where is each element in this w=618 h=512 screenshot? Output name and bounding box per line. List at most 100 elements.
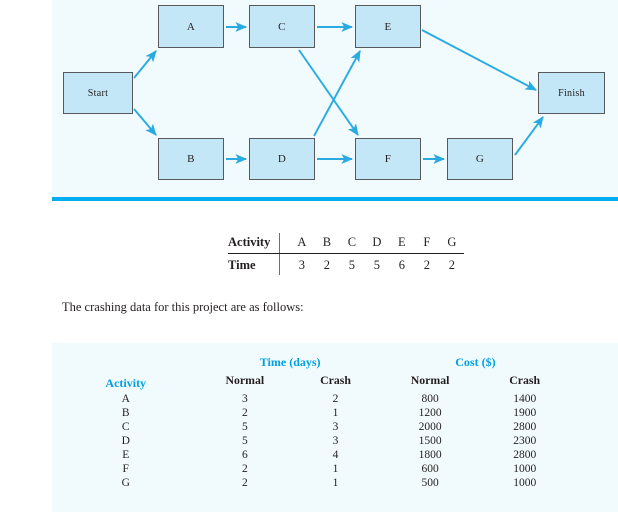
node-e[interactable]: E (355, 5, 421, 48)
table-row: B 2 1 1200 1900 (52, 406, 570, 420)
node-c[interactable]: C (249, 5, 315, 48)
crash-row-5-activity: F (122, 463, 129, 475)
table-row-activity: Activity A B C D E F G (228, 233, 465, 254)
diagram-bottom-rule (52, 197, 618, 201)
time-table-activity-3: D (364, 233, 390, 254)
table-row: E 6 4 1800 2800 (52, 448, 570, 462)
crash-table-head-time-crash: Crash (320, 373, 351, 387)
crash-row-6-time-crash: 1 (332, 477, 339, 489)
crash-row-4-time-crash: 4 (332, 449, 339, 461)
node-finish-label: Finish (558, 87, 585, 99)
crash-row-5-cost-crash: 1000 (513, 463, 537, 475)
network-edges-svg (133, 22, 544, 164)
crash-row-5-time-normal: 2 (241, 463, 248, 475)
crash-row-4-cost-normal: 1800 (418, 449, 442, 461)
crash-row-6-cost-crash: 1000 (513, 477, 537, 489)
project-network-diagram-panel: Start A C E Finish B D F G (52, 0, 618, 197)
crash-table-head-time-normal: Normal (225, 373, 265, 387)
node-f[interactable]: F (355, 138, 421, 180)
node-finish[interactable]: Finish (538, 72, 605, 114)
activity-time-table: Activity A B C D E F G Time 3 2 5 5 6 2 … (228, 233, 465, 275)
node-start-label: Start (87, 87, 109, 99)
crash-row-2-time-normal: 5 (241, 421, 248, 433)
edge-d-e (313, 49, 361, 137)
edge-start-b (133, 108, 157, 136)
time-table-time-2: 5 (348, 258, 355, 272)
node-a-label: A (186, 20, 196, 33)
time-table-time-5: 2 (423, 258, 430, 272)
edge-e-finish (421, 29, 538, 91)
crash-row-6-time-normal: 2 (241, 477, 248, 489)
crash-row-6-cost-normal: 500 (421, 477, 439, 489)
crash-row-0-activity: A (121, 393, 130, 405)
crash-row-3-time-normal: 5 (241, 435, 248, 447)
crashing-data-table: Time (days) Cost ($) Activity Normal Cra… (52, 355, 570, 490)
time-table-time-6: 2 (448, 258, 455, 272)
crash-row-3-activity: D (121, 435, 130, 447)
crash-row-0-cost-normal: 800 (421, 393, 439, 405)
crash-row-2-cost-normal: 2000 (418, 421, 442, 433)
crash-row-4-cost-crash: 2800 (513, 449, 537, 461)
time-table-row-label-time: Time (228, 253, 281, 275)
node-g-label: G (475, 153, 485, 165)
crash-row-5-cost-normal: 600 (421, 463, 439, 475)
crash-row-3-cost-crash: 2300 (513, 435, 537, 447)
node-g[interactable]: G (447, 138, 513, 180)
crash-row-1-cost-crash: 1900 (513, 407, 537, 419)
edge-g-finish (514, 116, 544, 156)
table-row-time: Time 3 2 5 5 6 2 2 (228, 253, 464, 275)
crash-row-3-time-crash: 3 (332, 435, 339, 447)
time-table-activity-2: C (339, 233, 365, 254)
crash-row-0-time-crash: 2 (332, 393, 339, 405)
time-table-row-label-activity: Activity (228, 233, 281, 254)
time-table-activity-0: A (279, 233, 315, 254)
time-table-time-0: 3 (298, 258, 305, 272)
crash-row-2-cost-crash: 2800 (513, 421, 537, 433)
crash-row-0-cost-crash: 1400 (513, 393, 537, 405)
table-row: C 5 3 2000 2800 (52, 420, 570, 434)
crash-table-group-cost: Cost ($) (455, 355, 496, 369)
crash-row-1-time-normal: 2 (241, 407, 248, 419)
node-e-label: E (384, 20, 392, 33)
crash-row-6-activity: G (121, 477, 130, 489)
crash-table-group-header-row: Time (days) Cost ($) (52, 355, 570, 373)
crash-table-head-cost-crash: Crash (509, 373, 541, 387)
node-b[interactable]: B (158, 138, 224, 180)
edge-start-a (133, 50, 157, 79)
time-table-activity-5: F (414, 233, 440, 254)
crash-table-group-time: Time (days) (259, 355, 321, 369)
crash-table-head-activity: Activity (105, 375, 147, 390)
table-row: G 2 1 500 1000 (52, 476, 570, 490)
node-b-label: B (187, 153, 195, 165)
time-table-activity-6: G (439, 233, 465, 254)
crash-row-2-time-crash: 3 (332, 421, 339, 433)
table-row: F 2 1 600 1000 (52, 462, 570, 476)
node-c-label: C (278, 20, 286, 33)
time-table-time-1: 2 (323, 258, 330, 272)
time-table-time-3: 5 (373, 258, 380, 272)
time-table-time-4: 6 (398, 258, 405, 272)
node-d-label: D (277, 153, 287, 165)
crash-row-3-cost-normal: 1500 (418, 435, 442, 447)
crash-table-column-header-row: Activity Normal Crash Normal Crash (52, 373, 570, 392)
crash-row-4-time-normal: 6 (241, 449, 248, 461)
crash-row-4-activity: E (122, 449, 130, 461)
crash-row-0-time-normal: 3 (241, 393, 248, 405)
crash-row-1-activity: B (121, 407, 130, 419)
crash-row-5-time-crash: 1 (332, 463, 339, 475)
table-row: A 3 2 800 1400 (52, 392, 570, 406)
node-f-label: F (384, 153, 392, 165)
crash-table-blank-corner (52, 355, 199, 373)
crash-table-head-cost-normal: Normal (410, 373, 450, 387)
edge-c-f (298, 49, 359, 136)
crashing-data-note: The crashing data for this project are a… (62, 300, 304, 314)
table-row: D 5 3 1500 2300 (52, 434, 570, 448)
node-a[interactable]: A (158, 5, 224, 48)
crash-row-1-cost-normal: 1200 (418, 407, 442, 419)
crash-row-2-activity: C (121, 421, 130, 433)
node-start[interactable]: Start (63, 72, 133, 114)
time-table-activity-4: E (389, 233, 415, 254)
node-d[interactable]: D (249, 138, 315, 180)
crashing-data-panel: Time (days) Cost ($) Activity Normal Cra… (52, 343, 618, 512)
crash-row-1-time-crash: 1 (332, 407, 339, 419)
